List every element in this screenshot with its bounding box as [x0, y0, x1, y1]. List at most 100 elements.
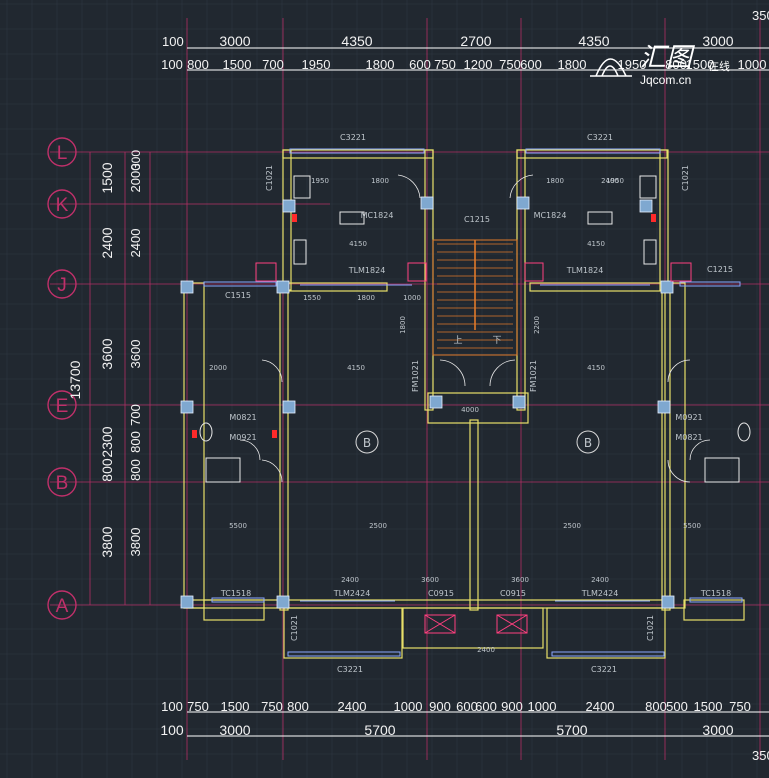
- axis-label-j: J: [57, 275, 67, 296]
- axis-bubble: [47, 189, 77, 219]
- bottom-dim-1: 800: [645, 699, 667, 714]
- window-label: C0915: [500, 589, 526, 598]
- top-dim-2: 600: [520, 57, 542, 72]
- left-dim-outer: 1500: [99, 162, 115, 193]
- door-label: TC1518: [220, 589, 251, 598]
- door-label: FM1021: [529, 360, 538, 392]
- door-label: TLM2424: [581, 589, 619, 598]
- inner-dim-label: 1550: [303, 294, 321, 302]
- bottom-dim-1: 2400: [338, 699, 367, 714]
- axis-label-l: L: [57, 143, 68, 164]
- stair-down-label: 下: [492, 336, 501, 346]
- door-label: M0821: [229, 413, 256, 422]
- top-dim-2: 1000: [738, 57, 767, 72]
- lotus-icon: [590, 58, 632, 77]
- window-label: C1021: [265, 165, 274, 191]
- bottom-dim-1: 900: [501, 699, 523, 714]
- inner-dim-label: 3600: [511, 576, 529, 584]
- left-dim-outer: 2400: [99, 227, 115, 258]
- left-dim-outer: 2300: [99, 426, 115, 457]
- inner-dim-label: 4150: [349, 240, 367, 248]
- window-label: C3221: [587, 133, 613, 142]
- inner-dim-label: 1950: [606, 177, 624, 185]
- dimension-lines: [187, 47, 769, 737]
- window-lines: [203, 148, 743, 657]
- bottom-dim-1: 1500: [221, 699, 250, 714]
- top-dim-partial: 350: [752, 8, 769, 23]
- axis-label-b: B: [56, 473, 69, 494]
- axis-label-e: E: [56, 396, 69, 417]
- top-dim-2: 1500: [223, 57, 252, 72]
- bottom-dim-1: 600: [475, 699, 497, 714]
- top-dim-2: 1950: [302, 57, 331, 72]
- bottom-dim-2: 3000: [702, 722, 733, 738]
- door-label: TC1518: [700, 589, 731, 598]
- left-dim-inner: 800: [128, 431, 143, 453]
- inner-dim-label: 1000: [403, 294, 421, 302]
- door-label: M0821: [675, 433, 702, 442]
- fixtures: [255, 262, 692, 634]
- bottom-dim-1: 1500: [694, 699, 723, 714]
- inner-dim-label: 2400: [477, 646, 495, 654]
- inner-dim-label: 4150: [587, 364, 605, 372]
- door-label: TLM2424: [333, 589, 371, 598]
- bottom-dim-2: 3000: [219, 722, 250, 738]
- inner-dim-label: 5500: [229, 522, 247, 530]
- inner-dim-label: 2400: [341, 576, 359, 584]
- inner-dim-label: 2400: [601, 177, 619, 185]
- left-dim-inner: 700: [128, 404, 143, 426]
- columns: [180, 196, 675, 609]
- left-dimension-texts: 1500240036002300800380020003002400360070…: [67, 150, 143, 558]
- window-label: C1021: [646, 615, 655, 641]
- top-dim-2: 1800: [558, 57, 587, 72]
- axis-label-k: K: [56, 195, 69, 216]
- window-label: C1215: [464, 215, 490, 224]
- window-label: C1021: [290, 615, 299, 641]
- inner-dim-label: 2500: [369, 522, 387, 530]
- watermark-name: 汇图: [640, 43, 696, 73]
- top-dim-2: 800: [665, 57, 687, 72]
- bottom-dim-1: 100: [161, 699, 183, 714]
- inner-dim-label: 3600: [421, 576, 439, 584]
- window-label: C1021: [681, 165, 690, 191]
- top-dim-1: 3000: [219, 33, 250, 49]
- inner-dim-label: 2400: [591, 576, 609, 584]
- door-label: M0921: [675, 413, 702, 422]
- window-label: C0915: [428, 589, 454, 598]
- bottom-dim-2: 5700: [556, 722, 587, 738]
- top-dim-2: 1950: [618, 57, 647, 72]
- top-dim-2: 1500: [686, 57, 715, 72]
- inner-dim-label: 1800: [399, 316, 407, 334]
- left-dim-outer: 3600: [99, 338, 115, 369]
- watermark-logo: 汇图 Jqcom.cn 在线: [590, 43, 730, 87]
- bottom-dim-2: 100: [160, 722, 184, 738]
- bottom-dim-1: 750: [729, 699, 751, 714]
- window-label: C3221: [337, 665, 363, 674]
- bottom-dim-1: 750: [187, 699, 209, 714]
- inner-dim-label: 1950: [311, 177, 329, 185]
- door-label: MC1824: [361, 211, 394, 220]
- left-dim-outer: 800: [99, 458, 115, 482]
- top-dim-1: 2700: [460, 33, 491, 49]
- axis-bubble: [47, 390, 77, 420]
- bathroom-fixtures: [199, 175, 751, 483]
- bottom-dim-1: 500: [666, 699, 688, 714]
- inner-dim-label: 4000: [461, 406, 479, 414]
- door-label: M0921: [229, 433, 256, 442]
- inner-dim-label: 4150: [347, 364, 365, 372]
- left-dim-inner: 3800: [128, 528, 143, 557]
- section-mark-left: B: [363, 436, 371, 450]
- bottom-dim-1: 1000: [528, 699, 557, 714]
- bottom-dim-1: 900: [429, 699, 451, 714]
- bottom-dim-1: 600: [456, 699, 478, 714]
- top-dim-2: 750: [499, 57, 521, 72]
- top-dim-1: 4350: [578, 33, 609, 49]
- top-dim-2: 700: [262, 57, 284, 72]
- inner-dim-label: 2000: [209, 364, 227, 372]
- watermark-tag: 在线: [708, 59, 730, 73]
- stair-up-label: 上: [453, 335, 462, 346]
